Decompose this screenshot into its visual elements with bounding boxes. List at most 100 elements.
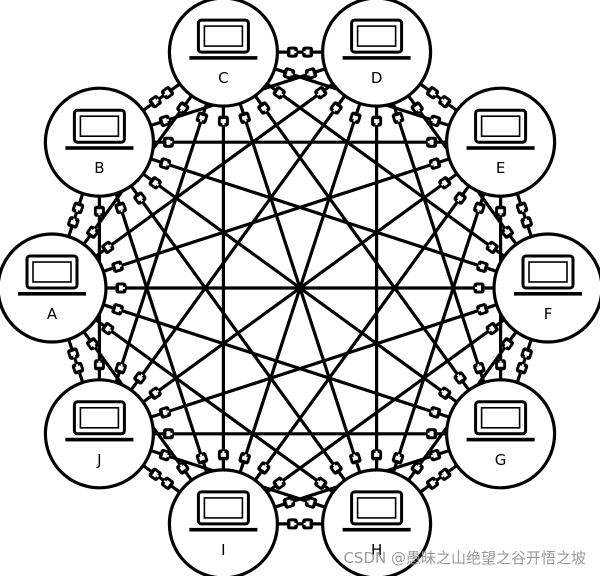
node-J[interactable]: J (43, 378, 156, 490)
port-J-D (133, 371, 147, 385)
node-label-I: I (221, 541, 225, 559)
port-J-F (158, 406, 172, 419)
link-A-D (94, 82, 335, 258)
port-I-B (195, 451, 209, 465)
laptop-icon (189, 490, 258, 532)
port-E-F (515, 201, 529, 215)
port-I-J (160, 476, 175, 490)
port-D-E (425, 86, 440, 100)
port-B-E (162, 136, 174, 148)
port-D-J (329, 101, 343, 115)
port-I-A (176, 461, 190, 475)
link-E-I (253, 184, 471, 482)
port-I-E (257, 461, 271, 475)
port-B-J (93, 205, 105, 217)
link-E-J (141, 172, 459, 404)
port-H-D (371, 449, 383, 461)
watermark: CSDN @愚昧之山绝望之谷开悟之坡 (343, 549, 586, 567)
port-G-J (426, 428, 438, 440)
port-G-I (428, 448, 442, 462)
port-H-C (349, 451, 362, 465)
port-C-A (176, 101, 190, 115)
port-J-A (71, 361, 85, 375)
node-label-C: C (218, 69, 228, 87)
port-G-C (453, 371, 467, 385)
port-C-D (286, 46, 298, 58)
port-F-D (500, 225, 515, 239)
link-G-H (418, 463, 459, 494)
port-A-I (85, 337, 100, 351)
laptop-icon (342, 490, 411, 532)
port-E-B (426, 136, 438, 148)
port-D-C (302, 46, 314, 58)
port-I-G (282, 496, 296, 509)
port-D-F (410, 101, 424, 115)
port-F-J (476, 303, 489, 316)
port-B-D (158, 114, 172, 128)
node-label-B: B (94, 159, 104, 177)
link-C-F (265, 82, 506, 258)
port-B-C (148, 95, 162, 109)
port-J-C (114, 361, 127, 375)
node-label-A: A (47, 305, 58, 323)
port-D-G (391, 111, 405, 125)
port-H-I (302, 518, 314, 530)
port-D-I (349, 111, 362, 125)
port-G-B (438, 386, 452, 400)
port-I-F (272, 476, 286, 490)
node-G[interactable]: G (445, 378, 557, 490)
port-E-I (453, 191, 467, 205)
port-H-E (391, 451, 405, 465)
port-C-F (272, 86, 286, 100)
node-C[interactable]: C (167, 0, 279, 108)
port-H-J (304, 496, 318, 509)
laptop-icon (65, 400, 134, 442)
node-label-H: H (371, 541, 382, 559)
link-A-B (67, 192, 85, 239)
port-J-B (93, 359, 105, 371)
port-D-H (371, 115, 383, 127)
port-D-B (304, 67, 318, 80)
port-G-D (473, 361, 486, 375)
port-C-B (160, 86, 175, 100)
port-J-H (158, 448, 172, 462)
link-C-J (114, 101, 209, 384)
port-B-A (71, 201, 85, 215)
port-H-F (410, 461, 424, 475)
port-F-H (500, 337, 515, 351)
node-E[interactable]: E (445, 86, 557, 198)
port-E-A (428, 157, 442, 170)
port-H-G (425, 476, 440, 490)
link-D-E (418, 82, 459, 113)
mesh-links (67, 50, 533, 526)
port-A-C (85, 225, 100, 239)
port-F-A (473, 282, 485, 294)
node-H[interactable]: H (321, 468, 433, 576)
node-B[interactable]: B (43, 86, 156, 198)
port-J-E (148, 386, 162, 400)
node-I[interactable]: I (167, 468, 279, 576)
port-E-D (438, 95, 452, 109)
port-C-J (195, 111, 209, 125)
port-C-G (257, 101, 271, 115)
link-I-J (141, 463, 182, 494)
link-D-J (129, 94, 347, 392)
laptop-icon (466, 400, 535, 442)
port-F-C (485, 240, 499, 255)
port-G-F (515, 361, 529, 375)
link-E-H (391, 192, 486, 475)
port-F-I (485, 321, 499, 336)
port-E-C (428, 114, 442, 128)
link-F-G (515, 337, 533, 384)
link-B-I (114, 192, 209, 475)
node-F[interactable]: F (492, 232, 600, 344)
node-D[interactable]: D (321, 0, 433, 108)
port-F-E (520, 216, 533, 229)
port-G-H (438, 467, 452, 481)
link-F-J (149, 303, 499, 419)
port-B-F (158, 157, 172, 170)
node-A[interactable]: A (0, 232, 108, 344)
port-F-G (520, 347, 533, 360)
port-B-I (114, 201, 127, 215)
